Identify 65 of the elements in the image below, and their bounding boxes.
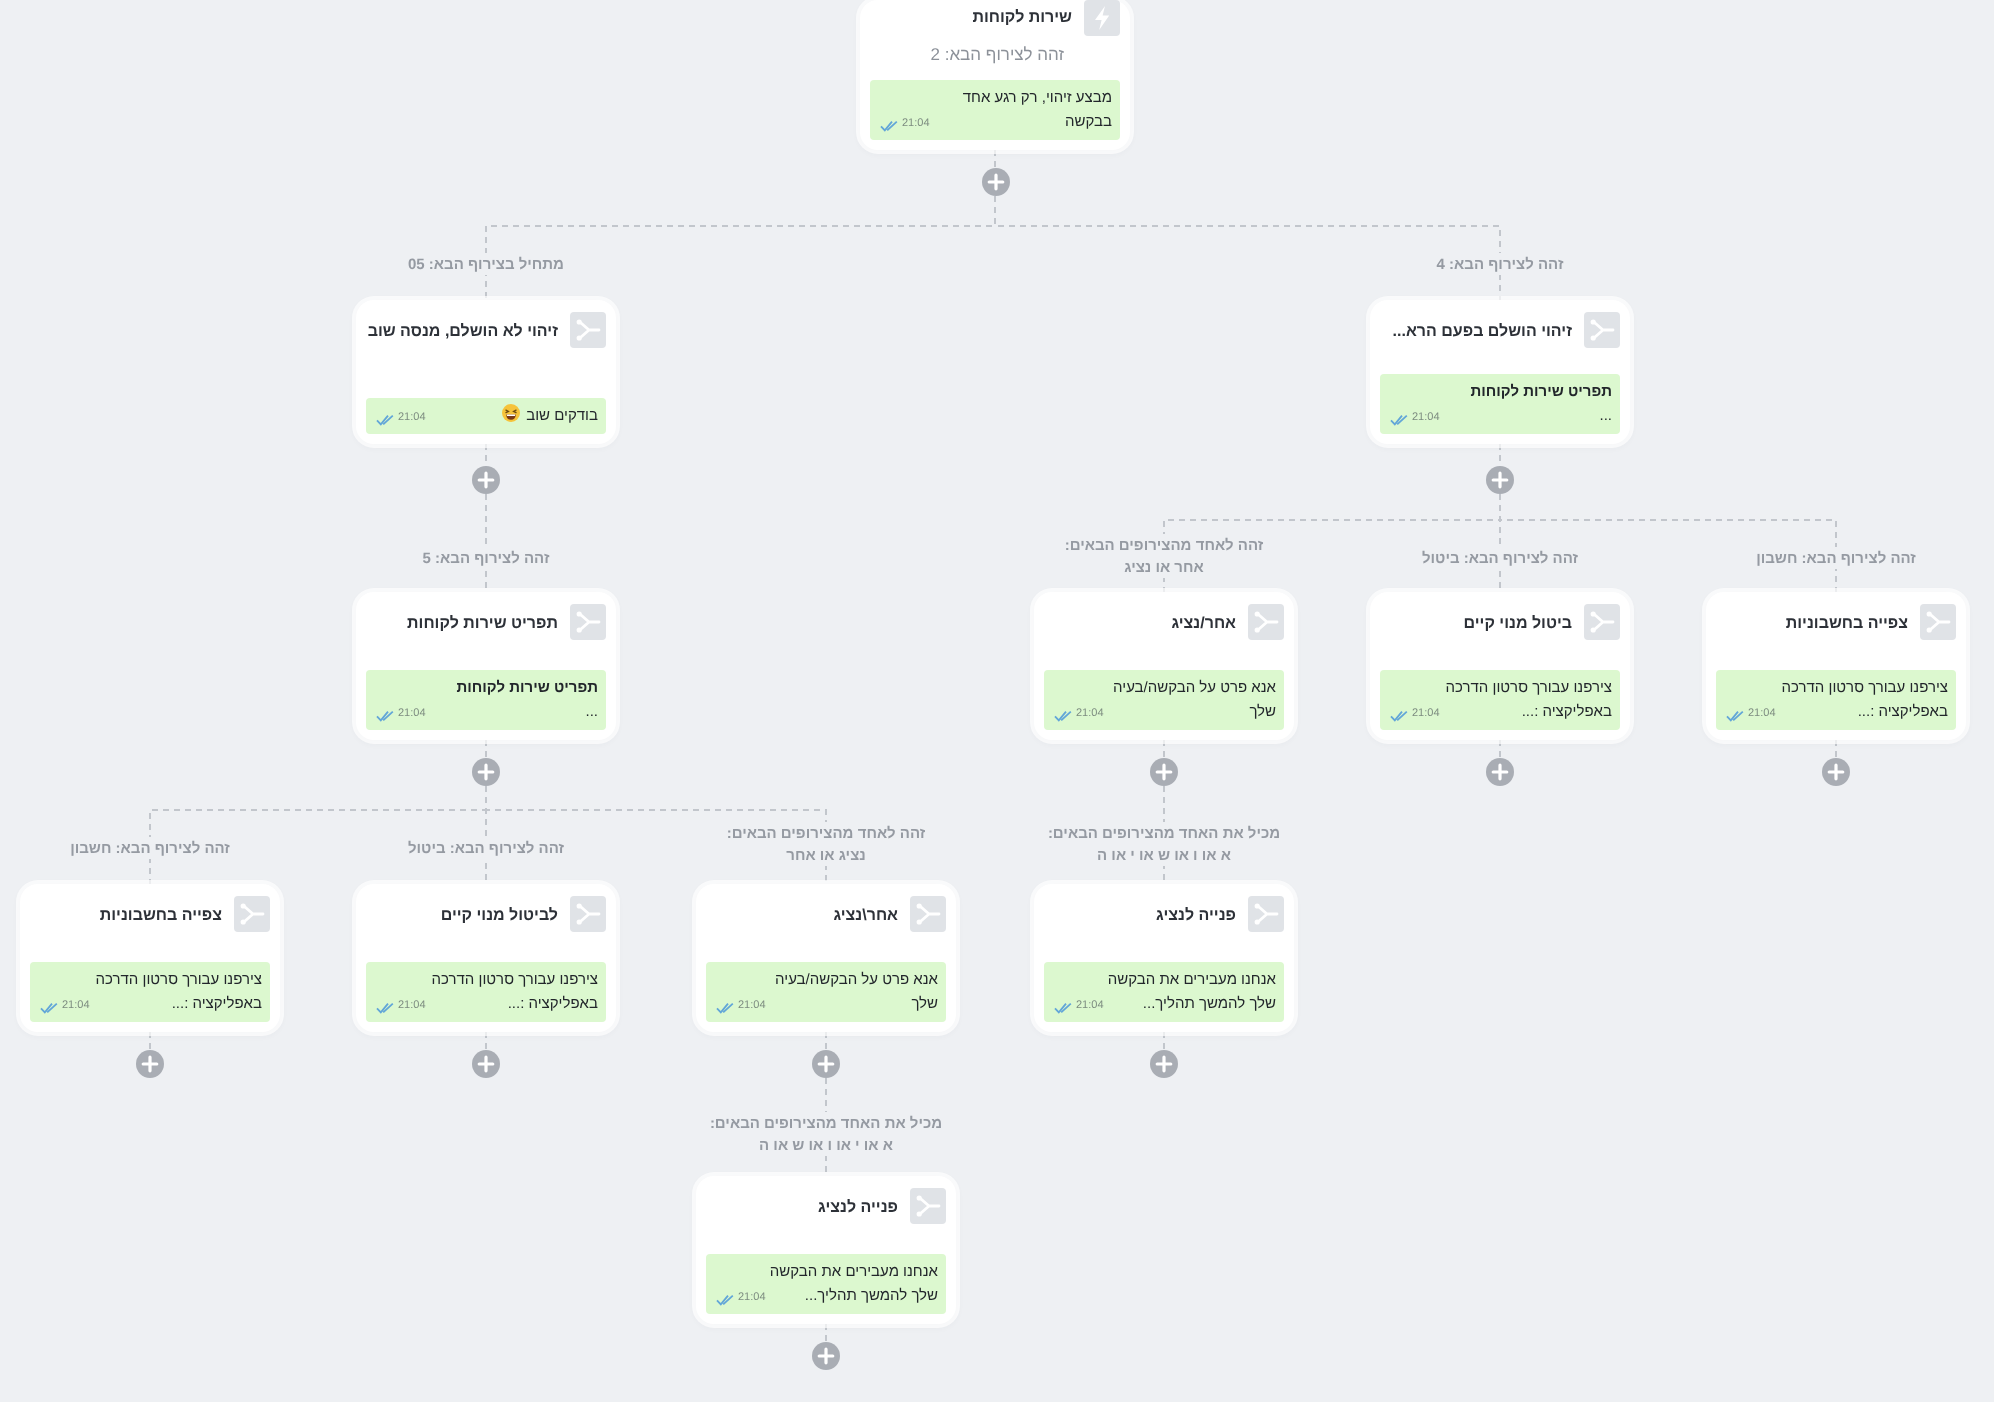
connector-line: [1499, 443, 1501, 467]
connector-line: [485, 493, 487, 593]
plus-circle-icon: [1486, 466, 1514, 494]
step-card: [356, 884, 616, 1032]
step-card: [1706, 592, 1966, 740]
plus-circle-icon: [812, 1342, 840, 1370]
step-title: ביטול מנוי קיים: [1461, 612, 1572, 636]
connector-line: [1163, 493, 1501, 593]
step-card: [20, 884, 280, 1032]
connector-line: [1835, 739, 1837, 759]
step-card: [696, 1176, 956, 1324]
message-bubble: [706, 962, 946, 1022]
plus-circle-icon: [472, 1050, 500, 1078]
step-card: [1034, 592, 1294, 740]
message-bubble: [366, 670, 606, 730]
step-title: תפריט שירות לקוחות: [405, 612, 558, 636]
step-title: פנייה לנציג: [1154, 904, 1236, 928]
plus-circle-icon: [472, 758, 500, 786]
message-bubble: [30, 962, 270, 1022]
step-title: צפייה בחשבוניות: [97, 904, 222, 928]
connector-line: [149, 1031, 151, 1051]
connector-line: [1163, 1031, 1165, 1051]
connector-line: [485, 1031, 487, 1051]
step-card: [860, 0, 1130, 150]
message-bubble: [1044, 962, 1284, 1022]
plus-circle-icon: [1150, 758, 1178, 786]
connector-line: [1499, 739, 1501, 759]
connector-line: [485, 195, 996, 301]
step-title: זיהוי הושלם בפעם הרא...: [1390, 320, 1572, 344]
step-title: שירות לקוחות: [970, 6, 1072, 30]
plus-circle-icon: [136, 1050, 164, 1078]
step-card: [1370, 300, 1630, 444]
step-title: אחר\נציג: [831, 904, 898, 928]
plus-circle-icon: [1486, 758, 1514, 786]
plus-circle-icon: [981, 168, 1009, 196]
message-bubble: [366, 962, 606, 1022]
message-bubble: [1716, 670, 1956, 730]
connector-line: [825, 1323, 827, 1343]
connector-line: [825, 1031, 827, 1051]
plus-circle-icon: [472, 466, 500, 494]
step-title: לביטול מנוי קיים: [438, 904, 558, 928]
message-bubble: [870, 80, 1120, 140]
step-title: פנייה לנציג: [816, 1196, 898, 1220]
message-bubble: [366, 398, 606, 434]
condition-text: זהה לצירוף הבא: 2: [928, 42, 1064, 66]
plus-circle-icon: [1822, 758, 1850, 786]
message-bubble: [1380, 374, 1620, 434]
step-title: זיהוי לא הושלם, מנסה שוב: [365, 320, 558, 344]
step-card: [1034, 884, 1294, 1032]
connector-line: [485, 443, 487, 467]
connector-line: [994, 149, 996, 169]
step-card: [1370, 592, 1630, 740]
step-title: אחר/נציג: [1169, 612, 1236, 636]
connector-line: [149, 785, 487, 885]
connector-line: [485, 739, 487, 759]
step-title: צפייה בחשבוניות: [1783, 612, 1908, 636]
message-bubble: [1380, 670, 1620, 730]
plus-circle-icon: [812, 1050, 840, 1078]
step-card: [356, 300, 616, 444]
plus-circle-icon: [1150, 1050, 1178, 1078]
message-bubble: [1044, 670, 1284, 730]
step-card: [696, 884, 956, 1032]
step-card: [356, 592, 616, 740]
message-bubble: [706, 1254, 946, 1314]
connector-line: [1163, 739, 1165, 759]
